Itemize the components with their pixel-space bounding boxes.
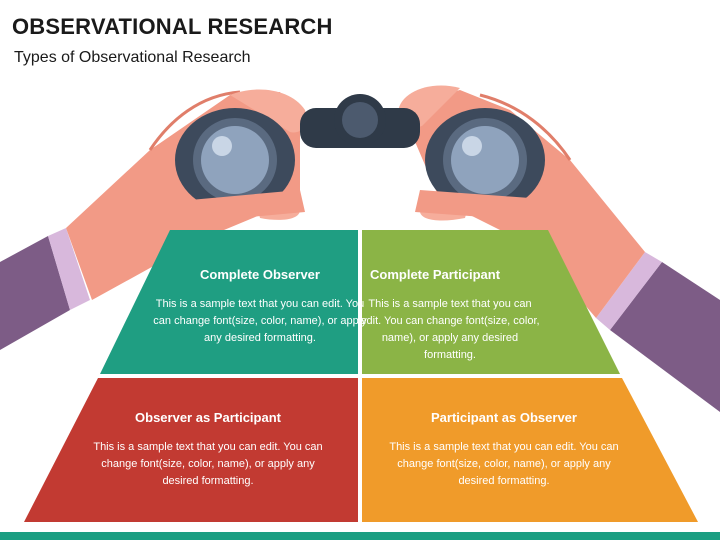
quadrant-complete-observer: [100, 230, 358, 374]
page-subtitle: Types of Observational Research: [14, 49, 251, 66]
binoculars-icon: [175, 94, 545, 212]
quadrant-label-complete-observer: Complete Observer This is a sample text …: [150, 267, 370, 347]
left-fingers: [190, 190, 305, 222]
quadrant-participant-as-observer: [362, 378, 698, 522]
quadrant-body: This is a sample text that you can edit.…: [360, 298, 540, 361]
page-title: OBSERVATIONAL RESEARCH: [12, 14, 333, 39]
quadrant-heading: Observer as Participant: [135, 410, 281, 425]
quadrant-heading: Complete Participant: [370, 267, 501, 282]
quadrant-body: This is a sample text that you can edit.…: [389, 441, 619, 487]
quadrant-label-observer-as-participant: Observer as Participant This is a sample…: [88, 410, 328, 490]
quadrant-label-complete-participant: Complete Participant This is a sample te…: [360, 267, 540, 364]
quadrant-heading: Complete Observer: [200, 267, 320, 282]
quadrant-label-participant-as-observer: Participant as Observer This is a sample…: [384, 410, 624, 490]
right-fingers: [415, 190, 530, 220]
quadrant-body: This is a sample text that you can edit.…: [153, 298, 367, 344]
quadrant-body: This is a sample text that you can edit.…: [93, 441, 323, 487]
quadrant-complete-participant: [362, 230, 620, 374]
quadrant-observer-as-participant: [24, 378, 358, 522]
footer-bar: [0, 532, 720, 540]
quadrant-heading: Participant as Observer: [431, 410, 577, 425]
